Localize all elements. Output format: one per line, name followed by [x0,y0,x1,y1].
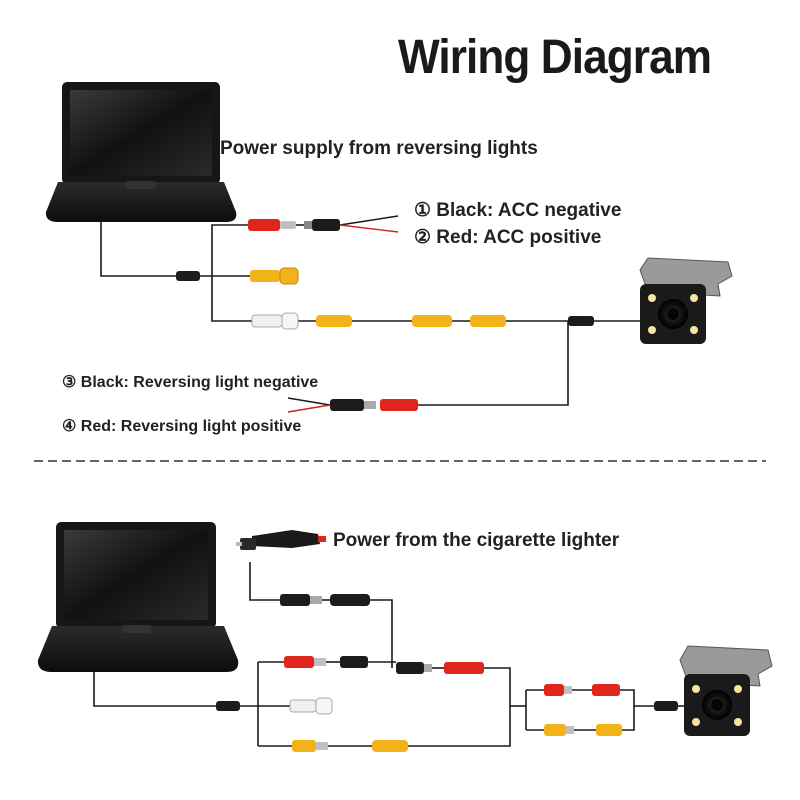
junction-box-bottom [216,701,240,711]
video-yellow-socket [250,267,299,285]
camera-yellow-plug-1 [544,724,574,736]
acc-red-plug [248,219,296,231]
reversing-red-plug [380,399,418,411]
monitor-top [45,82,237,222]
rev-red-label: ④ Red: Reversing light positive [62,418,302,435]
power-red-plug-2 [444,662,484,674]
bottom-wires [93,562,690,747]
lighter-dc-plug-female [330,594,370,606]
reversing-dc-plug [330,399,376,411]
white-rca-plug [251,312,299,330]
rev-black-label: ③ Black: Reversing light negative [62,374,319,391]
power-red-plug [284,656,326,668]
lighter-dc-plug-male [280,594,322,606]
yellow-rca-extension-3 [470,315,506,327]
bottom-power-heading: Power from the cigarette lighter [333,530,620,551]
top-wires [100,222,640,406]
top-power-heading: Power supply from reversing lights [220,138,538,159]
cigarette-lighter-plug [236,530,326,550]
yellow-rca-bottom-1 [292,740,328,752]
power-dc-plug-2 [396,662,432,674]
acc-red-label: ② Red: ACC positive [414,227,602,248]
junction-box [176,271,200,281]
acc-black-label: ① Black: ACC negative [414,200,622,221]
acc-dc-plug [304,219,340,231]
camera-yellow-plug-2 [596,724,622,736]
camera-top [639,257,733,344]
yellow-rca-bottom-2 [372,740,408,752]
camera-bottom [679,645,773,736]
yellow-rca-extension-1 [316,315,352,327]
camera-junction-bottom [654,701,678,711]
camera-junction-top [568,316,594,326]
diagram-title: Wiring Diagram [398,31,712,84]
camera-red-plug-2 [592,684,620,696]
camera-red-plug-1 [544,684,572,696]
white-rca-bottom [289,697,333,715]
power-dc-plug [340,656,368,668]
yellow-rca-extension-2 [412,315,452,327]
monitor-bottom [37,522,239,672]
